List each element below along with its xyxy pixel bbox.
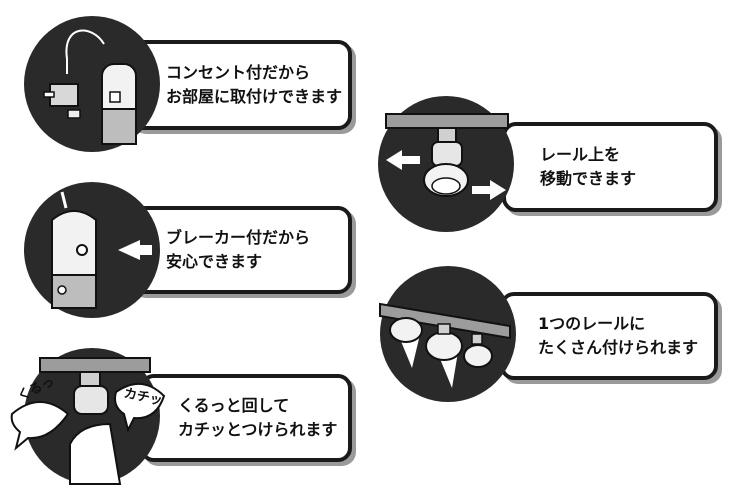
label-box-breaker: ブレーカー付だから 安心できます	[128, 206, 352, 294]
label-line: たくさん付けられます	[538, 338, 699, 357]
rail-move-illustration	[376, 94, 516, 234]
label-line: お部屋に取付けできます	[166, 87, 343, 106]
label-line: 移動できます	[540, 169, 637, 188]
outlet-plug-illustration	[22, 14, 162, 154]
breaker-illustration	[22, 180, 162, 320]
label-line: 安心できます	[166, 252, 263, 271]
multi-light-icon	[379, 266, 516, 402]
label-line: コンセント付だから	[166, 63, 311, 82]
label-line: くるっと回して	[178, 396, 290, 415]
twist-mount-icon	[10, 348, 166, 485]
label-line: ブレーカー付だから	[166, 228, 311, 247]
label-line: レール上を	[540, 145, 621, 164]
multi-light-illustration	[378, 264, 518, 404]
label-box-outlet: コンセント付だから お部屋に取付けできます	[128, 40, 352, 130]
label-line: カチッとつけられます	[178, 420, 338, 439]
outlet-plug-icon	[24, 16, 160, 152]
label-box-twist: くるっと回して カチッとつけられます	[140, 374, 352, 462]
label-box-move: レール上を 移動できます	[502, 122, 718, 212]
twist-mount-illustration: くるっ カチッ	[10, 344, 170, 489]
rail-move-icon	[378, 96, 514, 232]
label-box-multi: 1つのレールに たくさん付けられます	[500, 292, 718, 380]
label-line: 1つのレールに	[538, 314, 646, 333]
breaker-icon	[24, 182, 160, 318]
